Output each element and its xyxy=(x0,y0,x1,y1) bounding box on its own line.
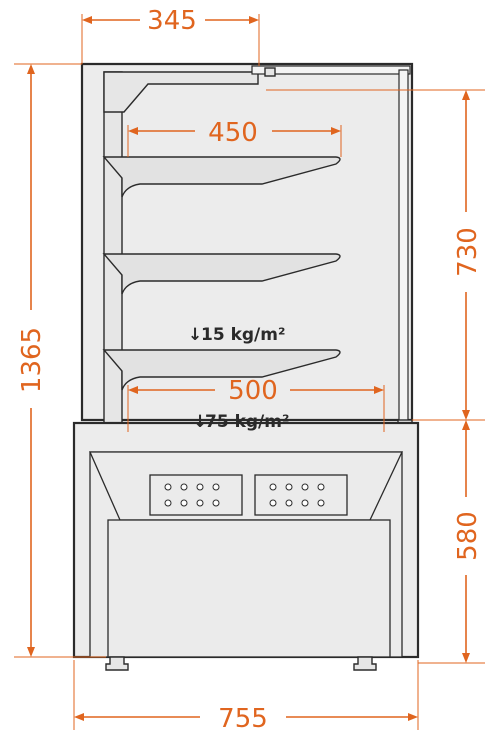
load-annotations: ↓ 15 kg/m² ↓ 75 kg/m² xyxy=(188,325,289,432)
control-box-left-buttons xyxy=(164,483,220,507)
dim-bottom-shelf-depth: 500 xyxy=(228,376,278,406)
shelf-load-label: 15 kg/m² xyxy=(201,325,285,345)
shelf-1 xyxy=(102,156,341,198)
shelf-load-arrow: ↓ xyxy=(188,325,202,345)
base-load-label: 75 kg/m² xyxy=(205,412,289,432)
front-glass-frame xyxy=(251,65,411,75)
front-glass-upright xyxy=(398,69,409,426)
control-box-right-buttons xyxy=(269,483,325,507)
shelf-2 xyxy=(102,253,341,295)
control-panel-housing xyxy=(89,451,404,521)
dim-total-height: 1365 xyxy=(17,327,47,393)
control-box-left xyxy=(149,474,243,516)
foot-right xyxy=(353,656,377,671)
dim-base-height: 580 xyxy=(453,511,483,561)
control-box-right xyxy=(254,474,348,516)
dimension-annotations: 345 450 500 1365 730 xyxy=(14,6,485,734)
base-load-arrow: ↓ xyxy=(193,412,207,432)
lower-front-panel xyxy=(107,519,391,658)
dim-total-width: 755 xyxy=(218,704,268,734)
dim-top-width: 345 xyxy=(147,6,197,36)
dim-shelf-depth: 450 xyxy=(208,118,258,148)
foot-left xyxy=(105,656,129,671)
shelf-3 xyxy=(102,349,341,391)
display-case xyxy=(72,62,420,671)
dim-display-height: 730 xyxy=(453,227,483,277)
glass-hinge xyxy=(264,67,276,77)
